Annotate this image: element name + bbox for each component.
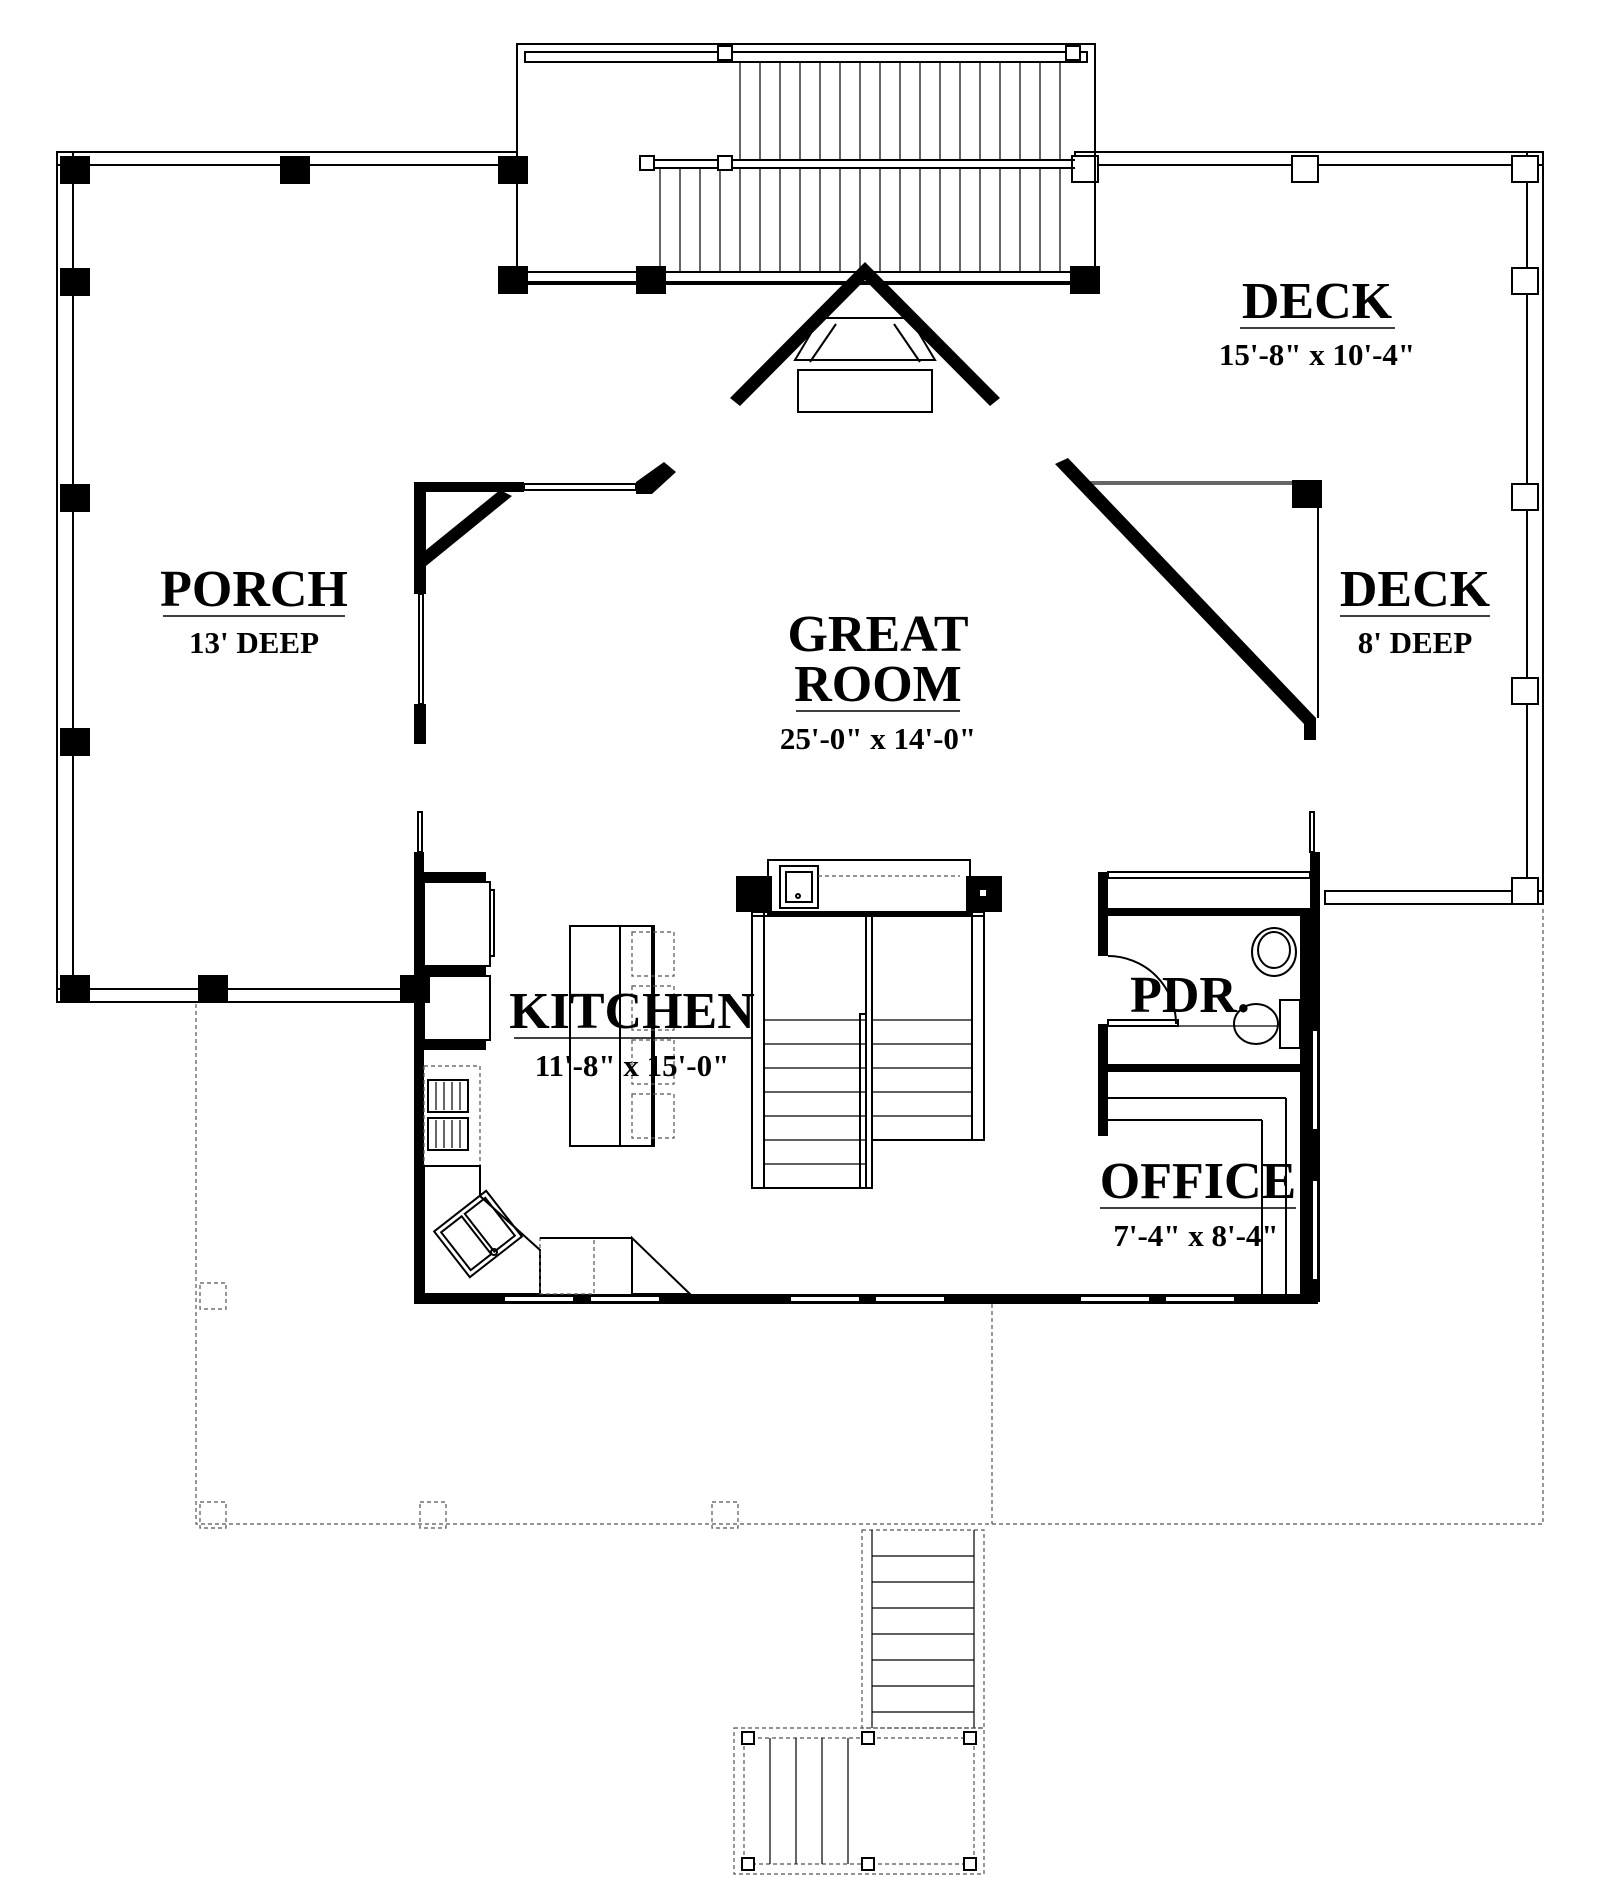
deck-railing — [1074, 151, 1544, 905]
room-name-pdr: PDR. — [1130, 967, 1250, 1024]
label-deck-top: DECK 15'-8" x 10'-4" — [1219, 273, 1415, 372]
room-size-office: 7'-4" x 8'-4" — [1113, 1218, 1278, 1253]
label-deck-right: DECK 8' DEEP — [1340, 561, 1491, 660]
island-stools — [631, 931, 675, 1139]
label-porch: PORCH 13' DEEP — [160, 561, 348, 660]
rear-stair-treads-upper — [759, 62, 1061, 160]
label-pdr: PDR. — [1130, 967, 1250, 1024]
kitchen-sink — [432, 1189, 524, 1279]
room-name-kitchen: KITCHEN — [509, 983, 755, 1040]
room-name-great-room-line1: GREAT — [787, 606, 968, 663]
great-room-walls — [414, 458, 1322, 744]
front-stair — [733, 1529, 985, 1875]
front-landing-treads — [769, 1738, 849, 1864]
label-kitchen: KITCHEN 11'-8" x 15'-0" — [509, 983, 755, 1083]
room-size-porch: 13' DEEP — [189, 625, 319, 660]
range-grates — [435, 1082, 461, 1148]
room-size-deck-right: 8' DEEP — [1358, 625, 1473, 660]
pdr-office-walls — [1098, 871, 1311, 1298]
room-size-kitchen: 11'-8" x 15'-0" — [535, 1048, 730, 1083]
room-size-great-room: 25'-0" x 14'-0" — [780, 721, 976, 756]
rear-stair — [498, 43, 1100, 294]
bay-window — [730, 262, 1000, 413]
kitchen-fixtures — [414, 872, 693, 1295]
lower-roof-outline — [195, 906, 1544, 1529]
label-office: OFFICE 7'-4" x 8'-4" — [1100, 1153, 1296, 1253]
front-stair-treads — [872, 1555, 974, 1713]
room-name-office: OFFICE — [1100, 1153, 1296, 1210]
room-size-deck-top: 15'-8" x 10'-4" — [1219, 337, 1415, 372]
center-stair — [736, 859, 1002, 1189]
rear-stair-treads-lower — [679, 168, 1061, 272]
room-name-porch: PORCH — [160, 561, 348, 618]
house-walls — [414, 811, 1320, 1304]
room-name-deck-top: DECK — [1242, 273, 1393, 330]
label-great-room: GREAT ROOM 25'-0" x 14'-0" — [780, 606, 976, 756]
room-name-deck-right: DECK — [1340, 561, 1491, 618]
room-name-great-room-line2: ROOM — [794, 656, 962, 713]
center-stair-treads — [764, 1019, 972, 1165]
deck-posts — [1071, 155, 1539, 905]
